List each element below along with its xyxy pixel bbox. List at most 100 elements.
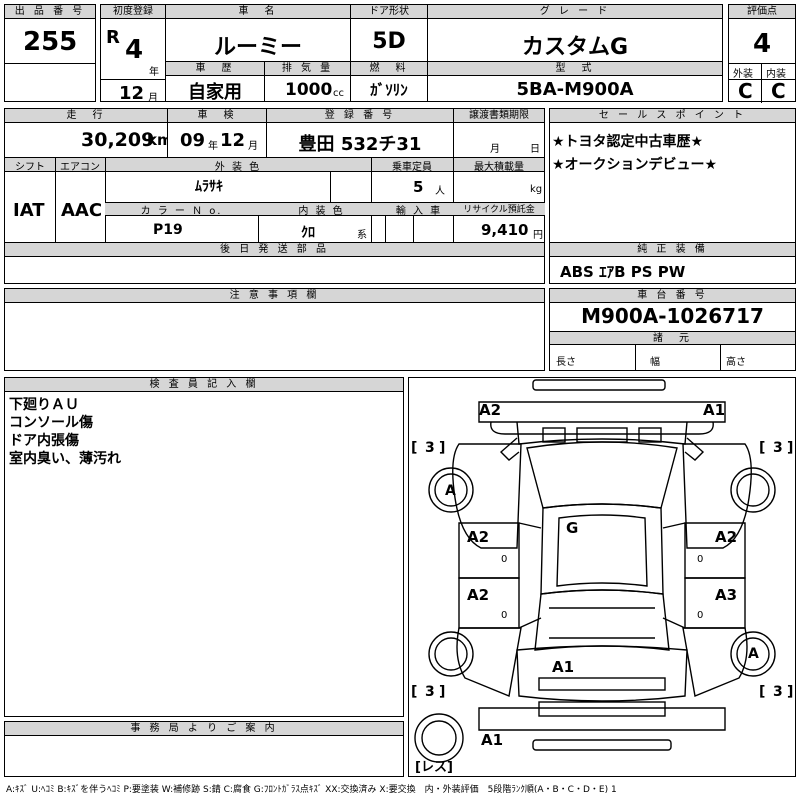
tire-bracket-open: [ <box>759 684 766 700</box>
tire-bracket-close: ] <box>439 684 446 700</box>
exterior-color-value: ﾑﾗｻｷ <box>195 179 223 195</box>
registration-box: 登 録 番 号 豊田 532チ31 <box>266 108 454 158</box>
transfer-doc-label: 譲渡書類期限 <box>454 109 544 123</box>
inspector-notes-label: 検 査 員 記 入 欄 <box>5 378 403 392</box>
first-registration-year: 4 <box>125 35 144 65</box>
chassis-number: M900A-1026717 <box>581 304 764 328</box>
tire-bracket-open: [ <box>411 684 418 700</box>
history-value: 自家用 <box>188 82 242 103</box>
door-value: 5D <box>372 29 406 54</box>
model-label: 型 式 <box>428 62 722 76</box>
chassis-box: 車 台 番 号 M900A-1026717 諸 元 長さ 幅 高さ <box>549 288 796 371</box>
max-load-unit: kg <box>530 184 543 195</box>
interior-color-unit: 系 <box>357 230 367 241</box>
inspection-month: 12 <box>220 130 246 151</box>
inspector-note-line: 室内臭い、薄汚れ <box>9 451 121 467</box>
damage-mark: A1 <box>481 731 504 749</box>
inspector-note-line: ドア内張傷 <box>9 433 79 449</box>
score-label: 評価点 <box>729 5 795 19</box>
damage-mark: A1 <box>703 401 726 419</box>
lot-number-box: 出 品 番 号 255 <box>4 4 96 102</box>
model-box: 型 式 5BA-M900A <box>427 61 723 102</box>
damage-legend: A:ｷｽﾞ U:ﾍｺﾐ B:ｷｽﾞを伴うﾍｺﾐ P:要塗装 W:補修跡 S:錆 … <box>6 785 617 795</box>
later-parts-label: 後 日 発 送 部 品 <box>5 243 544 257</box>
car-name: ルーミー <box>213 35 302 60</box>
inspection-month-unit: 月 <box>248 141 258 152</box>
door-box: ドア形状 5D <box>350 4 428 62</box>
tire-tread-value: 3 <box>425 440 435 456</box>
transfer-doc-day-unit: 日 <box>530 144 540 155</box>
mileage-value: 30,209 <box>81 129 155 151</box>
tire-tread-value: 3 <box>773 440 783 456</box>
displacement-value: 1000 <box>285 80 333 100</box>
damage-mark: G <box>566 519 579 537</box>
inspector-note-line: コンソール傷 <box>9 415 93 431</box>
mileage-box: 走 行 30,209 km <box>4 108 173 158</box>
color-no-value: P19 <box>153 222 183 238</box>
car-outline-diagram <box>414 379 776 763</box>
displacement-label: 排 気 量 <box>265 62 350 76</box>
score-box: 評価点 4 外装 内装 C C <box>728 4 796 103</box>
grade-label: グ レ ー ド <box>428 5 722 19</box>
inspector-notes-box: 検 査 員 記 入 欄 下廻りＡＵ コンソール傷 ドア内張傷 室内臭い、薄汚れ <box>4 377 404 717</box>
genuine-equipment-box: 純 正 装 備 ABS ｴｱB PS PW <box>549 242 796 284</box>
damage-mark: A2 <box>479 401 502 419</box>
inspection-box: 車 検 09 年 12 月 <box>167 108 267 158</box>
recycle-label: リサイクル預託金 <box>463 205 535 215</box>
fuel-value: ｶﾞｿﾘﾝ <box>370 81 408 99</box>
recycle-value: 9,410 <box>481 221 529 239</box>
history-label: 車 歴 <box>166 62 264 76</box>
mileage-unit: km <box>147 131 173 149</box>
import-label: 輸 入 車 <box>395 206 443 217</box>
first-registration-year-unit: 年 <box>149 67 159 78</box>
first-registration-month: 12 <box>119 83 145 104</box>
sales-point-line: ★オークションデビュー★ <box>552 157 718 173</box>
interior-score: C <box>771 79 786 103</box>
grade-box: グ レ ー ド カスタムG <box>427 4 723 62</box>
first-registration-label: 初度登録 <box>101 5 165 19</box>
shift-label: シフト <box>15 162 45 173</box>
spec-grid: シフト エアコン 外 装 色 乗車定員 最大積載量 IAT AAC ﾑﾗｻｷ 5… <box>4 157 545 243</box>
later-parts-box: 後 日 発 送 部 品 <box>4 242 545 284</box>
inspection-label: 車 検 <box>168 109 266 123</box>
tire-bracket-close: ] <box>787 440 794 456</box>
genuine-equipment-value: ABS ｴｱB PS PW <box>560 263 686 281</box>
zero-mark: 0 <box>697 610 704 621</box>
caution-label: 注 意 事 項 欄 <box>5 289 544 303</box>
height-label: 高さ <box>726 357 746 368</box>
zero-mark: 0 <box>697 554 704 565</box>
inspection-year: 09 <box>180 130 206 151</box>
damage-mark: A <box>445 483 456 499</box>
tire-bracket-open: [ <box>411 440 418 456</box>
history-box: 車 歴 自家用 <box>165 61 265 103</box>
car-name-box: 車 名 ルーミー <box>165 4 351 62</box>
interior-color-value: ｸﾛ <box>301 225 315 241</box>
caution-box: 注 意 事 項 欄 <box>4 288 545 371</box>
inspection-year-unit: 年 <box>208 141 218 152</box>
exterior-color-label: 外 装 色 <box>214 162 262 173</box>
tire-bracket-close: ] <box>439 440 446 456</box>
capacity-label: 乗車定員 <box>392 162 432 173</box>
zero-mark: 0 <box>501 610 508 621</box>
exterior-score-label: 外装 <box>733 69 753 80</box>
registration-label: 登 録 番 号 <box>267 109 453 123</box>
fuel-box: 燃 料 ｶﾞｿﾘﾝ <box>350 61 428 102</box>
spare-tire-label: [レス] <box>415 760 453 775</box>
damage-mark: A2 <box>467 528 490 546</box>
first-registration-box: 初度登録 R 4 年 12 月 <box>100 4 166 104</box>
damage-mark: A1 <box>552 658 575 676</box>
sales-point-box: セ ー ル ス ポ イ ン ト ★トヨタ認定中古車歴★ ★オークションデビュー★ <box>549 108 796 243</box>
color-no-label: カ ラ ー Ｎ o. <box>140 206 223 217</box>
lot-number: 255 <box>23 27 78 57</box>
width-label: 幅 <box>650 357 660 368</box>
aircon-value: AAC <box>61 200 103 221</box>
car-name-label: 車 名 <box>166 5 350 19</box>
interior-score-label: 内装 <box>766 69 786 80</box>
door-label: ドア形状 <box>351 5 427 19</box>
exterior-score: C <box>738 79 753 103</box>
displacement-unit: cc <box>333 88 344 99</box>
sales-point-line: ★トヨタ認定中古車歴★ <box>552 134 704 150</box>
damage-mark: A2 <box>467 586 490 604</box>
transfer-doc-month-unit: 月 <box>490 144 500 155</box>
transfer-doc-box: 譲渡書類期限 月 日 <box>453 108 545 158</box>
